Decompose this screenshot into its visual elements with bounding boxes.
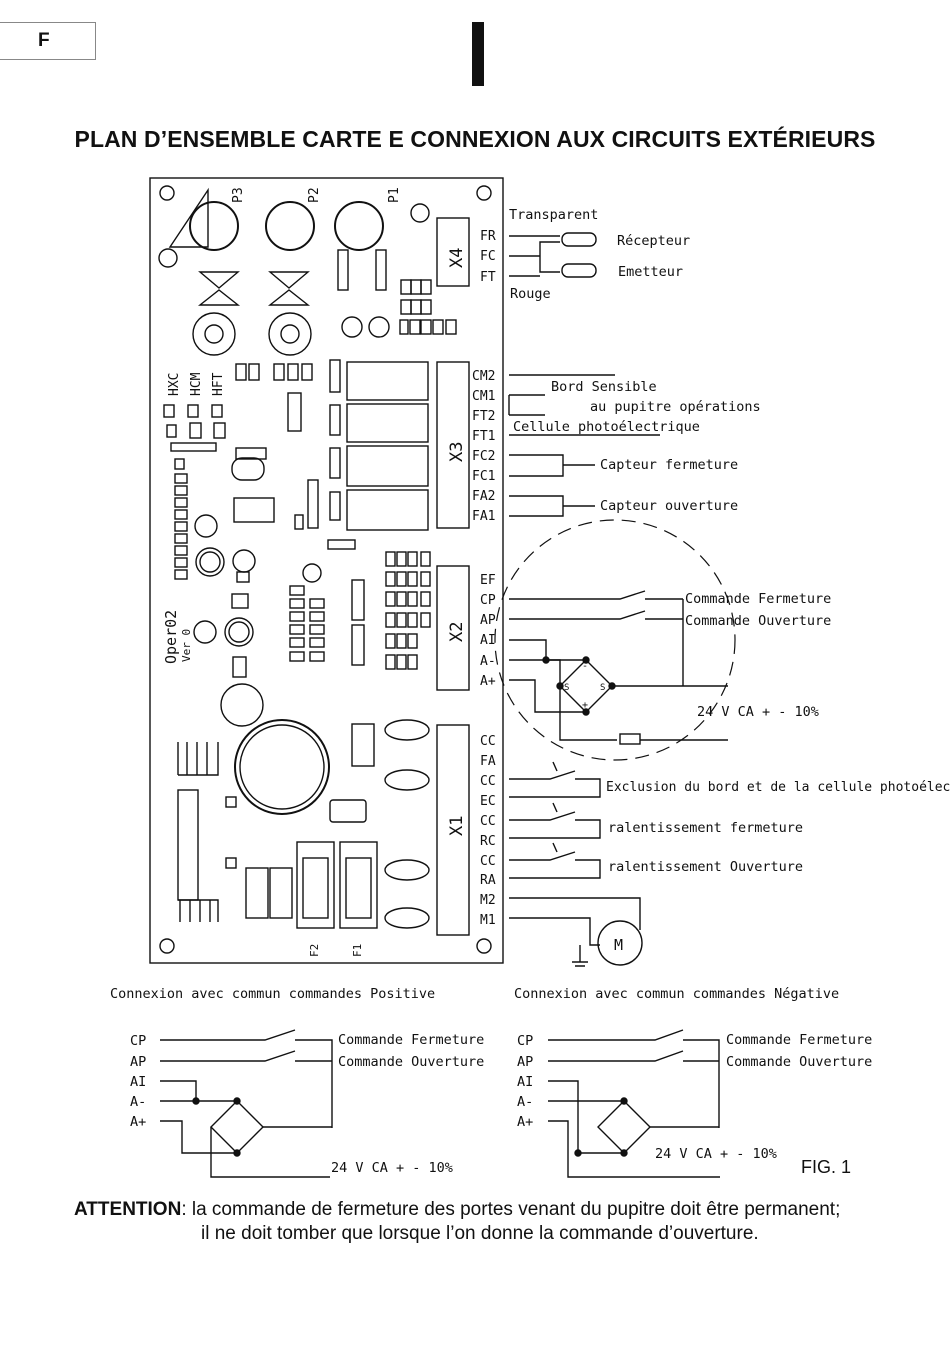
scheme-negative-title: Connexion avec commun commandes Négative: [514, 986, 839, 1002]
scheme-positive-title: Connexion avec commun commandes Positive: [110, 986, 435, 1002]
pin-label: RC: [480, 834, 496, 849]
attention-line2: il ne doit tomber que lorsque l’on donne…: [201, 1223, 759, 1244]
pin-label: CC: [480, 774, 496, 789]
motor-symbol: M: [614, 936, 623, 954]
fuse-label-f1: F1: [351, 944, 364, 957]
label-cmd-fermeture: Commande Fermeture: [726, 1032, 872, 1048]
label-ral-ouverture: ralentissement Ouverture: [608, 859, 803, 875]
led-label-hxc: HXC: [167, 373, 182, 396]
pin-label: CC: [480, 814, 496, 829]
label-bord-sensible: Bord Sensible: [551, 379, 657, 395]
pin-label: FC1: [472, 469, 495, 484]
pin-label: RA: [480, 873, 496, 888]
page-tab-marker: [472, 22, 484, 86]
pin-label: FR: [480, 229, 496, 244]
label-cmd-ouverture: Commande Ouverture: [685, 613, 831, 629]
label-capteur-ouverture: Capteur ouverture: [600, 498, 738, 514]
language-code: F: [38, 30, 50, 51]
connector-x3: X3: [447, 442, 467, 462]
label-recepteur: Récepteur: [617, 233, 690, 249]
led-label-hft: HFT: [211, 372, 226, 396]
label-capteur-fermeture: Capteur fermeture: [600, 457, 738, 473]
pin-label: FA2: [472, 489, 495, 504]
pin-label: AP: [130, 1054, 146, 1070]
pin-label: A+: [517, 1114, 533, 1130]
connector-x4: X4: [447, 248, 467, 268]
bridge-plus: +: [582, 700, 588, 711]
label-emetteur: Emetteur: [618, 264, 683, 280]
pot-label-p1: P1: [387, 187, 402, 203]
pin-label: AI: [480, 633, 496, 648]
pin-label: CP: [130, 1033, 146, 1049]
pin-label: EF: [480, 573, 496, 588]
bridge-ac-right: S: [600, 683, 605, 693]
label-cmd-fermeture: Commande Fermeture: [685, 591, 831, 607]
pin-label: CP: [480, 593, 496, 608]
label-supply: 24 V CA + - 10%: [697, 704, 819, 720]
connector-x2: X2: [447, 622, 467, 642]
bridge-ac-left: S: [564, 683, 569, 693]
pin-label: CP: [517, 1033, 533, 1049]
attention-note: ATTENTION: la commande de fermeture des …: [74, 1198, 944, 1246]
pot-label-p3: P3: [231, 187, 246, 203]
pin-label: FT2: [472, 409, 495, 424]
control-board: [149, 177, 736, 1178]
board-model: Oper02: [162, 610, 180, 664]
pin-label: AI: [130, 1074, 146, 1090]
label-cmd-ouverture: Commande Ouverture: [338, 1054, 484, 1070]
pin-label: AP: [480, 613, 496, 628]
pin-label: FT1: [472, 429, 495, 444]
pin-label: AP: [517, 1054, 533, 1070]
pin-label: A+: [480, 674, 496, 689]
label-supply: 24 V CA + - 10%: [331, 1160, 453, 1176]
pin-label: A-: [517, 1094, 533, 1110]
fuse-label-f2: F2: [308, 944, 321, 957]
pin-label: A+: [130, 1114, 146, 1130]
pin-label: M2: [480, 893, 496, 908]
pin-label: FC2: [472, 449, 495, 464]
figure-label: FIG. 1: [801, 1157, 852, 1177]
attention-heading: ATTENTION: [74, 1199, 182, 1220]
label-cmd-fermeture: Commande Fermeture: [338, 1032, 484, 1048]
label-cmd-ouverture: Commande Ouverture: [726, 1054, 872, 1070]
label-transparent: Transparent: [509, 207, 598, 223]
pin-label: M1: [480, 913, 496, 928]
pin-label: EC: [480, 794, 496, 809]
label-au-pupitre: au pupitre opérations: [590, 399, 761, 415]
page-title: PLAN D’ENSEMBLE CARTE E CONNEXION AUX CI…: [74, 126, 876, 152]
pin-label: AI: [517, 1074, 533, 1090]
pin-label: A-: [480, 654, 496, 669]
led-label-hcm: HCM: [189, 372, 204, 396]
pin-label: A-: [130, 1094, 146, 1110]
label-exclusion: Exclusion du bord et de la cellule photo…: [606, 780, 950, 795]
board-version: Ver 0: [180, 629, 193, 662]
pin-label: FA1: [472, 509, 495, 524]
pot-label-p2: P2: [307, 187, 322, 203]
pin-label: CM1: [472, 389, 495, 404]
pin-label: CM2: [472, 369, 495, 384]
pin-label: FA: [480, 754, 496, 769]
pin-label: CC: [480, 854, 496, 869]
label-cellule: Cellule photoélectrique: [513, 419, 700, 435]
connector-x1: X1: [447, 816, 467, 836]
pin-label: FT: [480, 270, 496, 285]
label-ral-fermeture: ralentissement fermeture: [608, 820, 803, 836]
attention-line1: : la commande de fermeture des portes ve…: [181, 1199, 841, 1220]
pin-label: CC: [480, 734, 496, 749]
bridge-minus: -: [582, 661, 588, 672]
label-rouge: Rouge: [510, 286, 551, 302]
language-code-box: F: [0, 22, 96, 60]
label-supply: 24 V CA + - 10%: [655, 1146, 777, 1162]
pin-label: FC: [480, 249, 496, 264]
